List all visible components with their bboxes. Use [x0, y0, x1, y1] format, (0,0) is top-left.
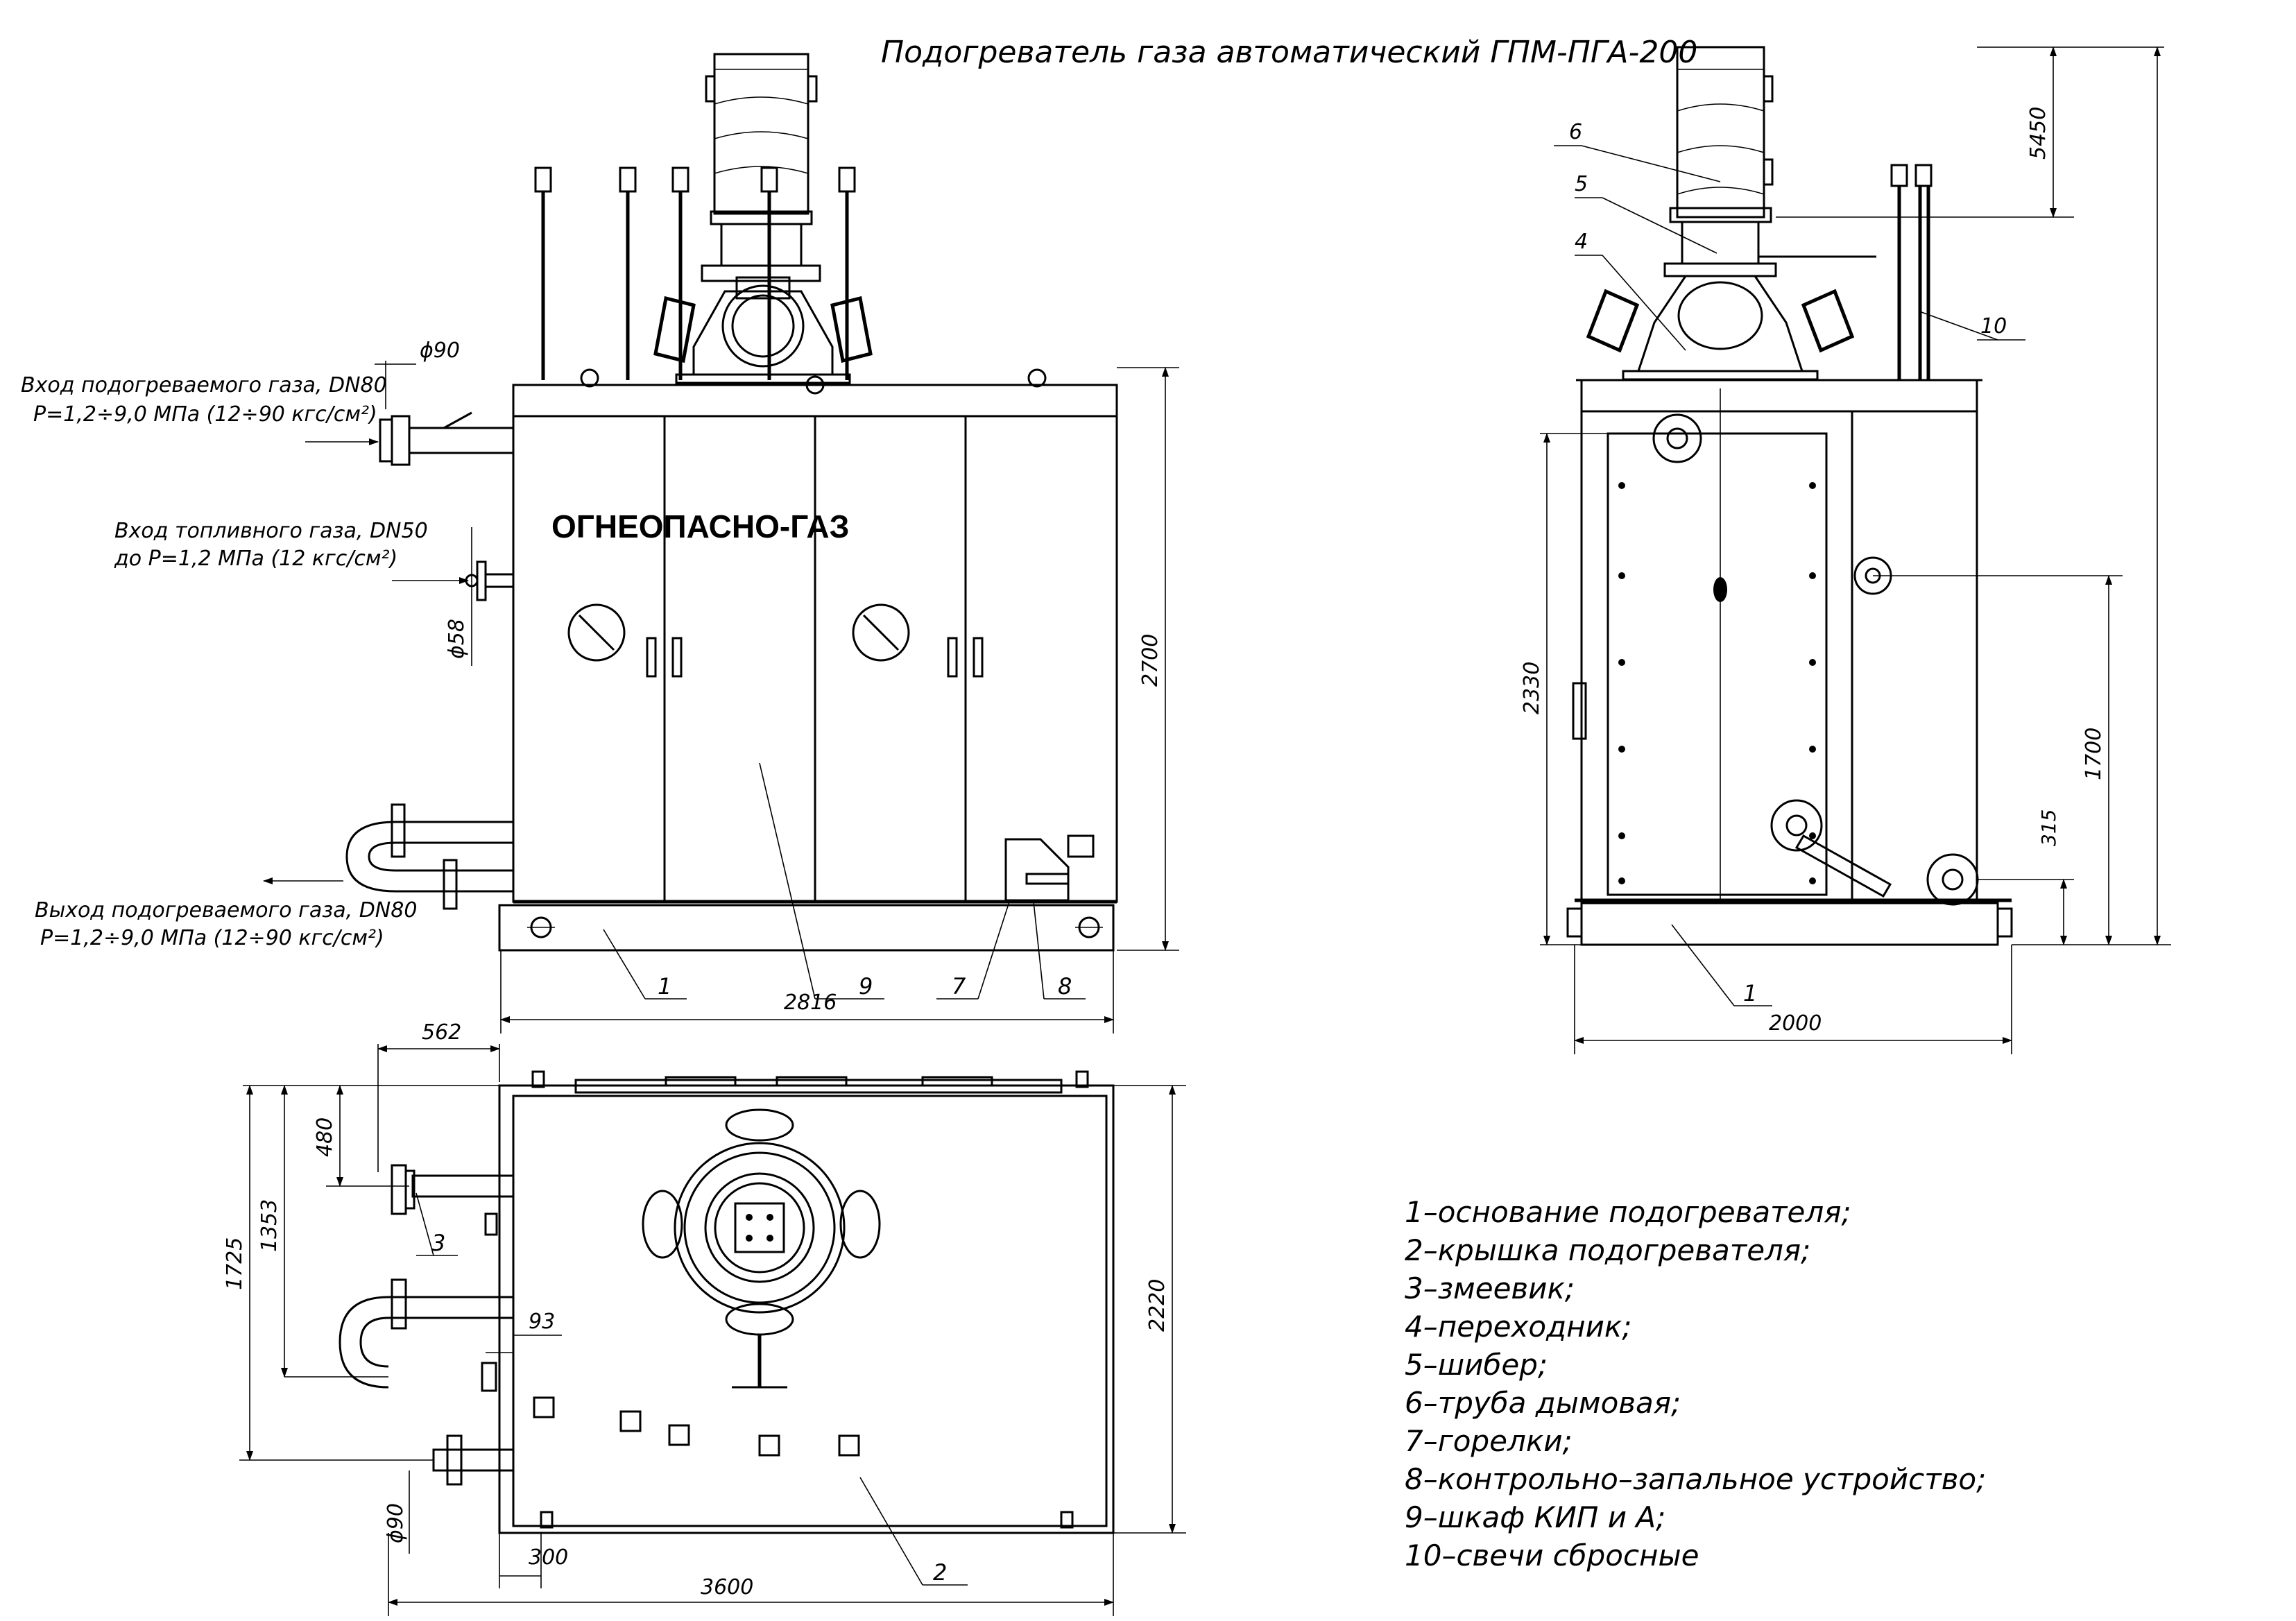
dim-side-1700: 1700 [2082, 728, 2106, 780]
front-chimney [701, 53, 821, 282]
legend-item-7: 7–горелки; [1405, 1424, 1573, 1458]
plan-dimensions: 562 480 1353 1725 2220 93 ϕ90 300 [223, 1020, 1186, 1616]
plan-left-pipes [339, 1164, 515, 1486]
dim-side-5450: 5450 [2026, 107, 2050, 160]
drawing-title: Подогреватель газа автоматический ГПМ-ПГ… [881, 35, 1697, 70]
plan-bolt-heads [533, 1396, 860, 1457]
side-dimensions: 5450 2330 1700 315 2000 [1520, 46, 2171, 1054]
ignition-device [1004, 834, 1095, 902]
plan-callouts: 3 2 [415, 1192, 968, 1586]
callout-5: 5 [1575, 172, 1588, 196]
legend-item-9: 9–шкаф КИП и А; [1405, 1500, 1665, 1534]
dim-d90-top: ϕ90 [420, 338, 460, 363]
legend-item-10: 10–свечи сбросные [1405, 1538, 1699, 1572]
dim-d58: ϕ58 [445, 619, 469, 659]
dim-plan-300: 300 [529, 1545, 568, 1570]
dim-front-width: 2816 [784, 990, 837, 1015]
callout-10: 10 [1980, 314, 2007, 338]
callout-side-1: 1 [1743, 980, 1757, 1006]
legend-item-3: 3–змеевик; [1405, 1271, 1575, 1305]
front-callouts: 1 9 7 8 [603, 762, 1086, 1000]
side-bolts [1618, 482, 1816, 884]
side-burner-assembly [1586, 275, 1855, 381]
plan-chimney-ring [642, 1108, 881, 1389]
legend-item-8: 8–контрольно–запальное устройство; [1405, 1462, 1986, 1496]
callout-9: 9 [859, 973, 873, 1000]
callout-1: 1 [658, 973, 671, 1000]
legend-item-4: 4–переходник; [1405, 1310, 1631, 1344]
front-lifting-eyes [580, 368, 1047, 395]
fire-hazard-label: ОГНЕОПАСНО-ГАЗ [551, 508, 849, 544]
side-chimney [1663, 46, 1876, 277]
side-relief-candles [1890, 164, 1933, 380]
inlet-fuel-line2: до Р=1,2 МПа (12 кгс/см²) [114, 547, 397, 571]
dim-plan-480: 480 [313, 1117, 337, 1157]
side-callouts: 6 5 4 10 1 [1554, 120, 2025, 1006]
legend-item-1: 1–основание подогревателя; [1405, 1195, 1851, 1229]
dim-side-width: 2000 [1769, 1011, 1822, 1036]
dim-plan-93: 93 [529, 1310, 555, 1334]
inlet-heated-line2: Р=1,2÷9,0 МПа (12÷90 кгс/см²) [33, 402, 377, 427]
side-view: 5450 2330 1700 315 2000 6 5 [1520, 46, 2171, 1054]
outlet-heated-line1: Выход подогреваемого газа, DN80 [35, 898, 417, 923]
outlet-heated-line2: Р=1,2÷9,0 МПа (12÷90 кгс/см²) [40, 926, 384, 950]
dim-plan-1725: 1725 [223, 1237, 247, 1290]
inlet-fuel-line1: Вход топливного газа, DN50 [114, 519, 428, 543]
parts-legend: 1–основание подогревателя; 2–крышка подо… [1405, 1195, 1986, 1572]
outlet-heated-pipe [345, 803, 513, 910]
dim-plan-d90: ϕ90 [384, 1503, 408, 1543]
front-dimensions: 2700 2816 ϕ90 ϕ58 [375, 338, 1179, 1034]
plan-view: 562 480 1353 1725 2220 93 ϕ90 300 [223, 1020, 1186, 1616]
callout-3: 3 [431, 1230, 445, 1256]
front-relief-candles [534, 166, 856, 380]
dim-plan-2220: 2220 [1145, 1279, 1170, 1332]
door-handles [646, 637, 984, 678]
legend-item-2: 2–крышка подогревателя; [1405, 1233, 1810, 1267]
callout-2: 2 [933, 1559, 947, 1586]
dim-front-height: 2700 [1138, 634, 1163, 687]
dim-side-315: 315 [2037, 809, 2060, 846]
plan-top-rail [531, 1070, 1089, 1529]
callout-7: 7 [952, 973, 966, 1000]
dim-side-2330: 2330 [1520, 662, 1544, 714]
inlet-heated-pipe [379, 411, 515, 466]
callout-4: 4 [1575, 230, 1588, 254]
side-flanges [1572, 413, 1979, 906]
base-lift-points [527, 916, 1103, 938]
front-burner-assembly [653, 276, 873, 384]
callout-8: 8 [1058, 973, 1072, 1000]
legend-item-6: 6–труба дымовая; [1405, 1386, 1681, 1420]
front-view: ОГНЕОПАСНО-ГАЗ [21, 53, 1179, 1034]
legend-item-5: 5–шибер; [1405, 1348, 1548, 1382]
dim-plan-562: 562 [422, 1020, 461, 1045]
inlet-heated-line1: Вход подогреваемого газа, DN80 [21, 373, 387, 397]
flow-annotations: Вход подогреваемого газа, DN80 Р=1,2÷9,0… [21, 373, 469, 950]
cabinet-vents [567, 603, 910, 662]
callout-6: 6 [1569, 120, 1582, 144]
dim-plan-1353: 1353 [257, 1199, 282, 1252]
dim-plan-3600: 3600 [701, 1575, 753, 1599]
inlet-fuel-pipe [465, 560, 515, 601]
